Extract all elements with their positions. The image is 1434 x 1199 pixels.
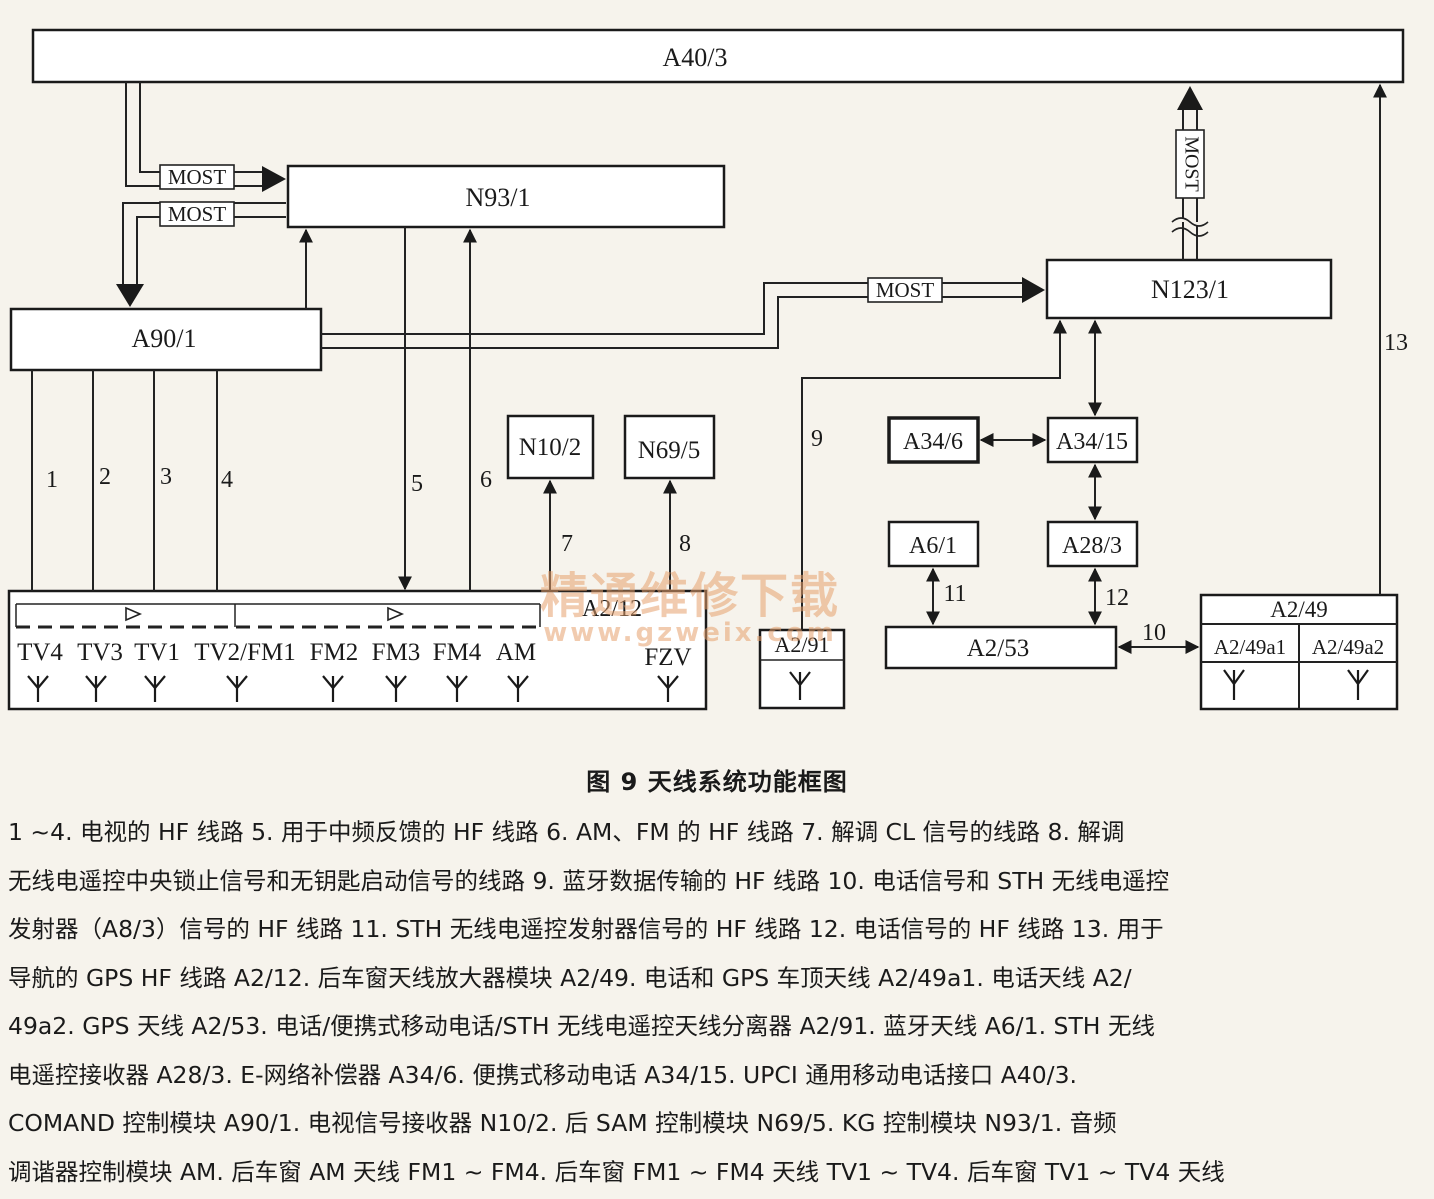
block-n123-1: N123/1 [1045, 258, 1333, 320]
block-diagram: A40/3 N93/1 A90/1 N123/1 N10/2 N69/5 A34… [7, 28, 1408, 711]
block-a90-1-label: A90/1 [132, 324, 197, 353]
antenna-icon [507, 675, 529, 702]
antenna-label-tv3: TV3 [77, 639, 123, 666]
block-a2-49: A2/49 A2/49a1 A2/49a2 [1199, 593, 1399, 711]
block-n69-5-label: N69/5 [638, 437, 701, 464]
antenna-icon [385, 675, 407, 702]
antenna-icon [789, 671, 811, 700]
line-number-3: 3 [160, 464, 172, 490]
line-number-2: 2 [99, 464, 111, 490]
most-label-4: MOST [1180, 136, 1202, 192]
figure-legend: 1 ~4. 电视的 HF 线路 5. 用于中频反馈的 HF 线路 6. AM、F… [8, 808, 1408, 1196]
most-bus-n93-to-a90: MOST [116, 201, 286, 307]
block-a40-3-label: A40/3 [663, 43, 728, 72]
antenna-label-am: AM [496, 639, 536, 666]
line-number-7: 7 [561, 531, 573, 557]
antenna-icon [85, 675, 107, 702]
antenna-label-tv4: TV4 [17, 639, 63, 666]
line-number-9: 9 [811, 426, 823, 452]
block-n93-1-label: N93/1 [466, 183, 531, 212]
block-a2-12: A2/12 [7, 589, 708, 711]
legend-line: 1 ~4. 电视的 HF 线路 5. 用于中频反馈的 HF 线路 6. AM、F… [8, 818, 1125, 846]
line-number-labels: 1 2 3 4 5 6 7 8 9 10 11 12 13 [46, 330, 1408, 646]
antenna-icon [226, 675, 248, 702]
antenna-icon [446, 675, 468, 702]
antenna-icon [322, 675, 344, 702]
antenna-label-fm4: FM4 [433, 639, 482, 666]
block-n10-2: N10/2 [506, 414, 595, 480]
block-n10-2-label: N10/2 [519, 434, 582, 461]
most-bus-n123-to-a40: MOST [1171, 86, 1209, 260]
block-a2-12-label: A2/12 [582, 596, 642, 622]
block-a2-49a1-label: A2/49a1 [1214, 635, 1286, 659]
legend-line: 电遥控接收器 A28/3. E-网络补偿器 A34/6. 便携式移动电话 A34… [8, 1060, 1078, 1089]
most-bus-a40-to-n93: MOST [125, 82, 286, 192]
block-n93-1: N93/1 [286, 164, 726, 229]
antenna-icon [144, 675, 166, 702]
antenna-label-fm2: FM2 [310, 639, 359, 666]
legend-line: 49a2. GPS 天线 A2/53. 电话/便携式移动电话/STH 无线电遥控… [8, 1012, 1155, 1040]
block-a2-49-label: A2/49 [1270, 597, 1328, 622]
antenna-symbols [27, 669, 1369, 702]
block-a90-1: A90/1 [9, 307, 323, 372]
line-number-8: 8 [679, 531, 691, 557]
line-number-11: 11 [943, 581, 966, 607]
block-n123-1-label: N123/1 [1151, 275, 1229, 304]
antenna-label-tv2-fm1: TV2/FM1 [194, 639, 295, 666]
block-a28-3-label: A28/3 [1062, 533, 1122, 559]
antenna-label-fzv: FZV [644, 644, 691, 671]
line-number-1: 1 [46, 467, 58, 493]
block-a34-15: A34/15 [1046, 416, 1139, 464]
legend-line: 无线电遥控中央锁止信号和无钥匙启动信号的线路 9. 蓝牙数据传输的 HF 线路 … [8, 866, 1170, 895]
most-label-3: MOST [876, 278, 935, 302]
block-a2-53: A2/53 [884, 625, 1118, 670]
legend-line: COMAND 控制模块 A90/1. 电视信号接收器 N10/2. 后 SAM … [8, 1109, 1117, 1137]
line-number-5: 5 [411, 471, 423, 497]
block-a40-3: A40/3 [31, 28, 1405, 84]
line-number-10: 10 [1142, 620, 1166, 646]
block-a34-6-label: A34/6 [903, 429, 963, 455]
antenna-icon [27, 675, 49, 702]
antenna-icon [1223, 669, 1245, 700]
line-number-6: 6 [480, 467, 492, 493]
legend-line: 导航的 GPS HF 线路 A2/12. 后车窗天线放大器模块 A2/49. 电… [8, 963, 1132, 992]
line-number-4: 4 [221, 467, 233, 493]
antenna-icon [657, 675, 679, 702]
block-a6-1: A6/1 [887, 520, 980, 568]
block-a2-91-label: A2/91 [775, 632, 830, 657]
block-a34-15-label: A34/15 [1056, 429, 1128, 455]
block-a34-6: A34/6 [887, 416, 980, 464]
legend-line: 发射器（A8/3）信号的 HF 线路 11. STH 无线电遥控发射器信号的 H… [8, 915, 1164, 943]
line-number-12: 12 [1105, 585, 1129, 611]
block-a2-53-label: A2/53 [967, 635, 1030, 662]
most-bus-a90-to-n123: MOST [321, 277, 1045, 349]
antenna-icon [1347, 669, 1369, 700]
block-a28-3: A28/3 [1046, 520, 1139, 568]
antenna-labels: TV4 TV3 TV1 TV2/FM1 FM2 FM3 FM4 AM FZV [17, 639, 692, 671]
block-n69-5: N69/5 [623, 414, 716, 480]
block-a2-91: A2/91 [758, 628, 846, 710]
signal-lines [31, 83, 1387, 654]
most-label-1: MOST [168, 165, 227, 189]
line-number-13: 13 [1384, 330, 1408, 356]
most-label-2: MOST [168, 202, 227, 226]
block-a6-1-label: A6/1 [909, 533, 957, 559]
legend-line: 调谐器控制模块 AM. 后车窗 AM 天线 FM1 ~ FM4. 后车窗 FM1… [8, 1157, 1225, 1186]
antenna-label-tv1: TV1 [134, 639, 180, 666]
figure-caption: 图 9 天线系统功能框图 [586, 768, 848, 796]
block-a2-49a2-label: A2/49a2 [1312, 635, 1384, 659]
antenna-label-fm3: FM3 [372, 639, 421, 666]
